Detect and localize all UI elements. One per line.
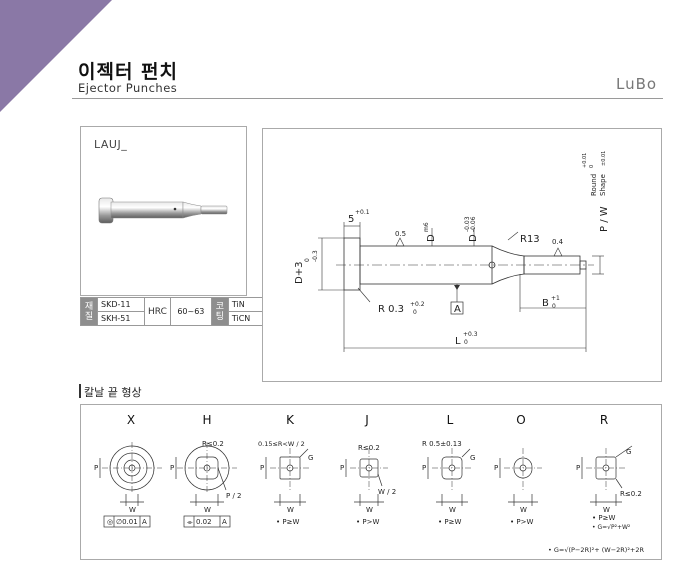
tip-r-w: W: [603, 506, 610, 514]
tip-o-w: W: [520, 506, 527, 514]
dim-round: Round: [590, 174, 598, 196]
tip-o-p: P: [494, 464, 498, 472]
tip-o-condition: • P>W: [510, 518, 533, 526]
tip-l-title: L: [446, 413, 454, 427]
tip-k-condition: • P≥W: [276, 518, 299, 526]
tip-l-w: W: [449, 506, 456, 514]
tip-h-p: P: [170, 464, 174, 472]
tip-k-w: W: [287, 506, 294, 514]
dim-round-tol-upper: +0.01: [582, 153, 588, 168]
tip-j-extra: W / 2: [378, 488, 396, 496]
dim-l-tol-lower: 0: [464, 339, 468, 346]
dim-fillet-tol: +0.2: [410, 301, 425, 308]
tip-h-tol-value: 0.02: [196, 518, 212, 526]
tip-r-p: P: [576, 464, 580, 472]
coating-header: 코팅: [210, 297, 229, 326]
dim-head-tol-lower: -0.3: [312, 250, 319, 262]
tip-h-note: R≤0.2: [202, 440, 224, 448]
tip-h-extra: P / 2: [226, 492, 241, 500]
dim-b-tol-lower: 0: [552, 303, 556, 310]
dim-b: B: [542, 298, 549, 309]
tip-j-note: R≤0.2: [358, 444, 380, 452]
tip-shapes-drawings: P W ◎ ∅0.01 A R≤0.2 P W P / 2 ⌯ 0.02 A 0…: [94, 440, 645, 554]
title-divider: [72, 98, 663, 99]
section-title: 칼날 끝 형상: [84, 386, 142, 399]
tip-r-g: G: [626, 448, 631, 456]
technical-drawing: D+3 0 -0.3 5 +0.1 0.5 D m6 D -0.03 -0.06…: [294, 151, 610, 352]
material-header: 재질: [80, 297, 98, 326]
tip-x-title: X: [126, 413, 136, 427]
tip-h-w: W: [204, 506, 211, 514]
tip-k-g: G: [308, 454, 313, 462]
dim-head-tol-upper: 0: [304, 258, 311, 262]
dim-round-tol-lower: 0: [589, 165, 595, 168]
dim-b-tol-upper: +1: [551, 295, 560, 302]
dim-fillet-tol-lower: 0: [413, 309, 417, 316]
dim-l: L: [455, 336, 461, 347]
drawing-panel: [262, 128, 662, 382]
material-2: SKH-51: [97, 311, 145, 326]
hardness-value: 60~63: [169, 297, 212, 326]
tip-j-p: P: [340, 464, 344, 472]
coating-1: TiN: [227, 297, 264, 312]
product-code: LAUJ_: [94, 138, 128, 151]
dim-pw: P / W: [599, 206, 610, 232]
dim-head-length-tol: +0.1: [355, 209, 370, 216]
tip-shapes-panel: [80, 404, 662, 560]
dim-body-fit: m6: [423, 222, 430, 232]
section-marker: [79, 384, 81, 398]
spec-table: 재질 SKD-11 HRC 60~63 코팅 TiN SKH-51 TiCN: [80, 297, 264, 326]
hardness-header: HRC: [144, 297, 171, 326]
dim-fillet: R 0.3: [378, 304, 404, 315]
tip-r-title: R: [599, 413, 609, 427]
tip-x-tol-symbol: ◎: [107, 518, 113, 526]
tip-x-tol-value: ∅0.01: [116, 518, 138, 526]
ejector-punch-image: [98, 197, 228, 224]
tip-k-title: K: [286, 413, 294, 427]
dim-shape-tol: ±0.01: [601, 151, 607, 166]
tip-r-note: R≤0.2: [620, 490, 642, 498]
dim-l-tol-upper: +0.3: [463, 331, 478, 338]
tip-l-g: G: [470, 454, 475, 462]
tip-x-p: P: [94, 464, 98, 472]
dim-body-d: D: [426, 234, 437, 242]
page-title: 이젝터 펀치: [78, 61, 179, 83]
page-subtitle: Ejector Punches: [78, 81, 178, 95]
corner-accent: [0, 0, 112, 112]
dim-body-d2-tol-upper: -0.03: [464, 216, 471, 232]
tip-h-tol-symbol: ⌯: [187, 518, 193, 526]
tip-k-p: P: [260, 464, 264, 472]
tip-r-condition: • P≥W: [592, 514, 615, 522]
tip-x-w: W: [129, 506, 136, 514]
dim-neck-radius: R13: [520, 234, 540, 245]
coating-2: TiCN: [227, 311, 264, 326]
tip-j-w: W: [366, 506, 373, 514]
tip-o-title: O: [516, 413, 526, 427]
tip-h-title: H: [202, 413, 212, 427]
tip-j-title: J: [365, 413, 369, 427]
tip-l-note: R 0.5±0.13: [422, 440, 462, 448]
material-1: SKD-11: [97, 297, 145, 312]
roughness-tip: 0.4: [552, 238, 564, 246]
dim-body-d2: D: [468, 234, 479, 242]
tip-l-p: P: [422, 464, 426, 472]
roughness-body: 0.5: [395, 230, 406, 238]
dim-body-d2-tol-lower: -0.06: [470, 216, 477, 232]
dim-shape: Shape: [599, 174, 607, 196]
tip-j-condition: • P>W: [356, 518, 379, 526]
tip-k-note: 0.15≤R<W / 2: [258, 440, 305, 448]
dim-head-diameter: D+3: [294, 262, 305, 284]
tip-x-tol-datum: A: [142, 518, 147, 526]
tip-h-tol-datum: A: [222, 518, 227, 526]
dim-head-length: 5: [348, 214, 354, 225]
footnote-formula: • G=√(P−2R)²+ (W−2R)²+2R: [548, 546, 645, 554]
datum-a: A: [454, 304, 461, 315]
brand-logo: LuBo: [616, 75, 658, 93]
tip-r-condition-2: • G=√P²+W²: [592, 524, 631, 531]
tip-l-condition: • P≥W: [438, 518, 461, 526]
